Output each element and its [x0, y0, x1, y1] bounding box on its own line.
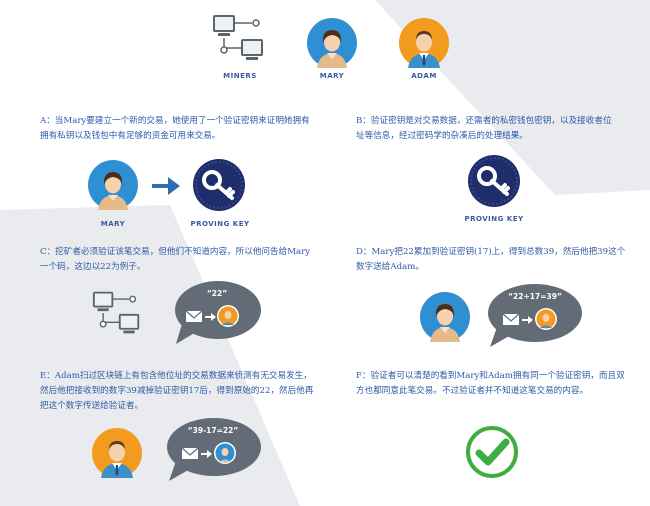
- section-a-proving-key-label: PROVING KEY: [190, 220, 250, 228]
- monitor-network-icon: [92, 291, 140, 334]
- section-b-proving-key-label: PROVING KEY: [464, 215, 524, 223]
- section-b-text: B：验证密钥是对交易数据，还需者的私密钱包密钥，以及接收者位址等信息，经过密码学…: [356, 116, 612, 141]
- proving-key-icon: [193, 159, 245, 211]
- miners-label: MINERS: [223, 72, 257, 80]
- envelope-icon: [186, 311, 202, 322]
- adam-avatar: [92, 428, 142, 478]
- bubble-d-text: “22+17=39”: [508, 292, 562, 301]
- speech-bubble: [175, 281, 261, 344]
- section-f-text: F：验证者可以清楚的看到Mary和Adam拥有同一个验证密钥，而且双方也都同意此…: [356, 371, 625, 396]
- section-a-mary-label: MARY: [100, 220, 126, 228]
- section-a-text: A：当Mary要建立一个新的交易，她使用了一个验证密钥来证明她拥有拥有私钥以及钱…: [40, 116, 310, 141]
- mary-avatar: [307, 18, 357, 68]
- speech-bubble: [488, 284, 582, 347]
- adam-avatar: [399, 18, 449, 68]
- monitor-network-icon: [213, 15, 263, 60]
- bubble-e-text: “39-17=22”: [187, 426, 239, 435]
- proving-key-icon: [468, 155, 520, 207]
- arrow-right-icon: [152, 177, 180, 195]
- checkmark-icon: [466, 426, 518, 478]
- section-c-text: C：挖矿者必须验证该笔交易，但他们不知道内容，所以他问告给Mary一个码，这边以…: [40, 247, 311, 272]
- mary-label: MARY: [319, 72, 345, 80]
- mary-avatar: [420, 292, 470, 342]
- mary-avatar: [88, 160, 138, 210]
- section-e-text: E：Adam扫过区块链上有包含他位址的交易数据来侦测有无交易发生，然后他把接收到…: [40, 371, 314, 411]
- section-d-text: D：Mary把22累加到验证密钥(17)上，得到总数39，然后他把39这个数字送…: [356, 247, 626, 272]
- bubble-c-text: “22”: [206, 289, 228, 298]
- speech-bubble: [167, 418, 261, 481]
- adam-label: ADAM: [411, 72, 437, 80]
